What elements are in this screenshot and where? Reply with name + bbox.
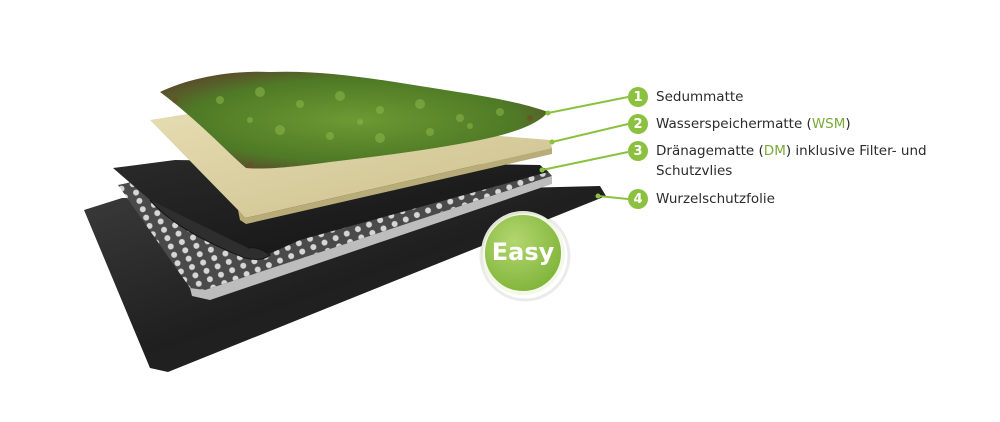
drainage-edge (190, 176, 552, 300)
mat-edge (238, 148, 552, 224)
fleece-rolled-edge (149, 199, 271, 260)
sedum-soil-edge (172, 97, 533, 168)
leader-line-3 (541, 151, 629, 171)
leader-line-2 (551, 123, 629, 143)
leader-dots (539, 110, 601, 199)
easy-badge-label: Easy (491, 238, 555, 266)
leader-lines (541, 96, 629, 200)
sedum-texture (216, 87, 504, 143)
easy-badge (481, 211, 565, 295)
easy-badge-shadow (479, 210, 571, 302)
leader-line-4 (597, 195, 629, 200)
leader-line-1 (547, 96, 629, 114)
